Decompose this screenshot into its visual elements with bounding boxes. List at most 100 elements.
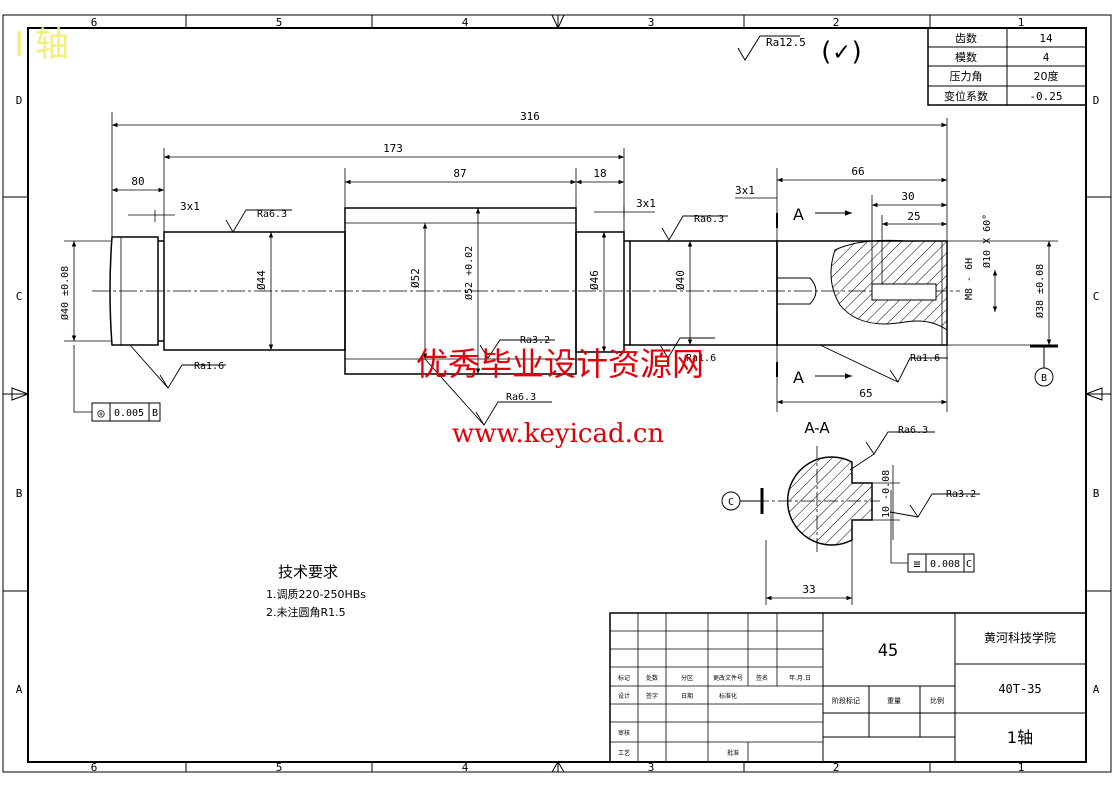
dim-18: 18 [593,167,606,180]
dim-d52-tol: Ø52 +0.02 [463,246,475,300]
gear-param-value: 4 [1043,51,1050,64]
roughness-value: Ra6.3 [257,209,287,220]
gear-param-label: 变位系数 [944,89,988,103]
watermark: 优秀毕业设计资源网 www.keyicad.cn [416,345,704,449]
dim-key-tol: 10 -0.08 [881,470,892,518]
zone-col-bottom: 6 [91,761,98,774]
dim-d44: Ø44 [255,270,268,290]
tb-label: 标记 [618,674,630,682]
section-marker-top: A [793,205,804,224]
dim-173: 173 [383,142,403,155]
zone-col-top: 4 [462,16,469,29]
zone-col-bottom: 2 [833,761,840,774]
dimension-texts: 316 173 87 18 80 66 30 25 65 3x1 3x1 3x1… [59,110,1046,400]
zone-row-right: B [1093,487,1100,500]
datum-c-label: C [728,497,734,508]
title-block-texts: 45 黄河科技学院 40T-35 1轴 标记 处数 分区 更改文件号 签名 年.… [618,630,1056,757]
roughness-value: Ra6.3 [898,425,928,436]
zone-col-bottom: 4 [462,761,469,774]
tech-req-title: 技术要求 [278,563,338,581]
tech-req-line: 1.调质220-250HBs [266,588,366,601]
watermark-title: 优秀毕业设计资源网 [416,345,704,383]
symmetry-value: 0.008 [930,559,960,570]
zone-labels: 6 5 4 3 2 1 6 5 4 3 2 1 D C B A D C B A [16,16,1100,774]
runout-symbol: ◎ [97,406,104,420]
dim-d40-mid: Ø40 [674,270,687,290]
runout-datum: B [152,408,158,419]
zone-row-left: B [16,487,23,500]
zone-col-top: 1 [1018,16,1025,29]
zone-col-bottom: 1 [1018,761,1025,774]
tb-label: 重量 [887,697,901,705]
dim-d52: Ø52 [409,268,422,288]
section-marker-bottom: A [793,368,804,387]
tb-label: 阶段标记 [832,696,860,705]
shaft-main-view [92,207,960,375]
roughness-symbols [129,209,980,518]
zone-col-bottom: 5 [276,761,283,774]
zone-row-right: D [1093,94,1100,107]
zone-col-top: 5 [276,16,283,29]
tb-label: 批准 [727,749,739,757]
part-name: 1轴 [1007,728,1033,747]
chamfer-mid: 3x1 [636,197,656,210]
datum-b-label: B [1041,373,1047,384]
school-name: 黄河科技学院 [984,630,1056,645]
zone-row-left: C [16,290,23,303]
zone-col-top: 3 [648,16,655,29]
title-block [609,612,1087,763]
gear-param-value: 14 [1039,32,1053,45]
zone-row-right: C [1093,290,1100,303]
tb-label: 分区 [681,674,693,682]
tech-req-line: 2.未注圆角R1.5 [266,605,346,619]
dim-87: 87 [453,167,466,180]
dim-d38: Ø38 ±0.08 [1034,264,1046,318]
tb-label: 比例 [930,696,944,705]
roughness-value: Ra3.2 [520,335,550,346]
tb-label: 设计 [618,692,630,700]
dimension-lines [64,112,1058,412]
datum-b: B [1030,344,1058,387]
dim-d46: Ø46 [588,270,601,290]
roughness-value: Ra1.6 [194,361,224,372]
general-roughness: Ra12.5 (✓) [737,35,865,67]
gear-param-label: 模数 [955,51,977,64]
zone-col-top: 6 [91,16,98,29]
runout-value: 0.005 [114,408,144,419]
dim-total-length: 316 [520,110,540,123]
dim-30: 30 [901,190,914,203]
watermark-url: www.keyicad.cn [452,419,665,449]
symmetry-tolerance-frame: ≡ 0.008 C [890,490,975,573]
tb-label: 审核 [618,729,630,737]
symmetry-datum: C [966,559,972,570]
chamfer-right: 3x1 [735,184,755,197]
zone-row-right: A [1093,683,1100,696]
runout-tolerance-frame: ◎ 0.005 B [73,345,161,422]
tech-requirements: 技术要求 1.调质220-250HBs 2.未注圆角R1.5 [266,563,366,619]
dim-33: 33 [802,583,815,596]
roughness-value: Ra1.6 [686,353,716,364]
gear-param-value: -0.25 [1029,90,1062,103]
dim-80: 80 [131,175,144,188]
cutaway-hatch [777,239,948,331]
roughness-value: Ra6.3 [506,392,536,403]
section-aa-view: 33 10 -0.08 [755,446,900,605]
roughness-value: Ra3.2 [946,489,976,500]
general-roughness-value: Ra12.5 [766,36,806,49]
section-title: A-A [804,419,830,437]
roughness-value: Ra1.6 [910,353,940,364]
corner-label: I 轴 [14,25,69,65]
tb-label: 处数 [646,674,658,682]
gear-parameter-table: 齿数 14 模数 4 压力角 20度 变位系数 -0.25 [927,27,1087,106]
tb-label: 更改文件号 [713,674,743,682]
symmetry-symbol: ≡ [913,557,920,571]
general-roughness-suffix: (✓) [818,37,865,67]
material: 45 [878,641,898,661]
zone-row-left: D [16,94,23,107]
tb-label: 日期 [681,692,693,700]
tb-label: 签名 [756,674,768,682]
tb-label: 工艺 [618,749,630,757]
zone-row-left: A [16,683,23,696]
chamfer-left: 3x1 [180,200,200,213]
